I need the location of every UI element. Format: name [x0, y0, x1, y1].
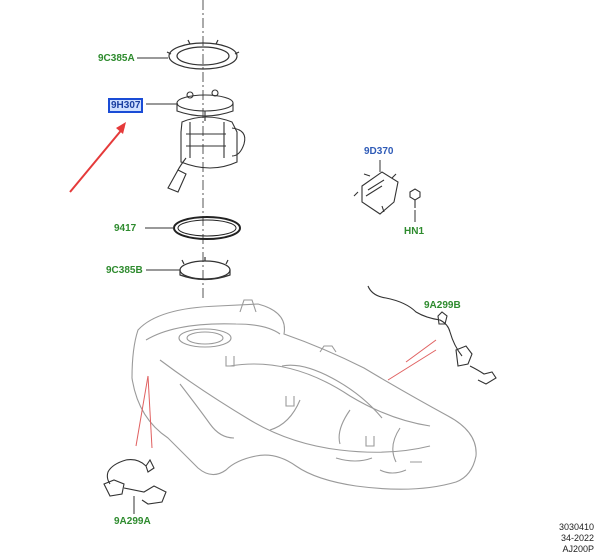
callout-9h307-highlighted[interactable]: 9H307: [108, 98, 144, 113]
callout-hn1[interactable]: HN1: [404, 226, 425, 237]
callout-9c385b[interactable]: 9C385B: [106, 265, 143, 276]
callout-9a299b[interactable]: 9A299B: [424, 300, 461, 311]
lock-ring-bottom: [179, 257, 231, 281]
harness-a: [103, 458, 167, 505]
nut: [409, 188, 421, 208]
red-arrow-head: [116, 122, 126, 134]
callout-9417[interactable]: 9417: [114, 223, 137, 234]
reference-number: 3030410: [558, 522, 594, 532]
reference-model: AJ200P: [562, 544, 594, 554]
red-arrow-line: [69, 126, 125, 193]
leaders-9a299b: [387, 339, 437, 381]
lock-ring-top: [166, 39, 240, 70]
fuel-tank: [131, 299, 477, 490]
harness-b: [367, 285, 497, 385]
callout-9d370[interactable]: 9D370: [364, 146, 394, 157]
control-module: [353, 171, 399, 215]
leaders-9a299a: [135, 375, 153, 449]
reference-code: 34-2022: [560, 533, 594, 543]
seal-ring: [173, 216, 241, 240]
callout-9c385a[interactable]: 9C385A: [98, 53, 135, 64]
callout-9a299a[interactable]: 9A299A: [114, 516, 151, 527]
fuel-pump-module: [167, 89, 246, 193]
